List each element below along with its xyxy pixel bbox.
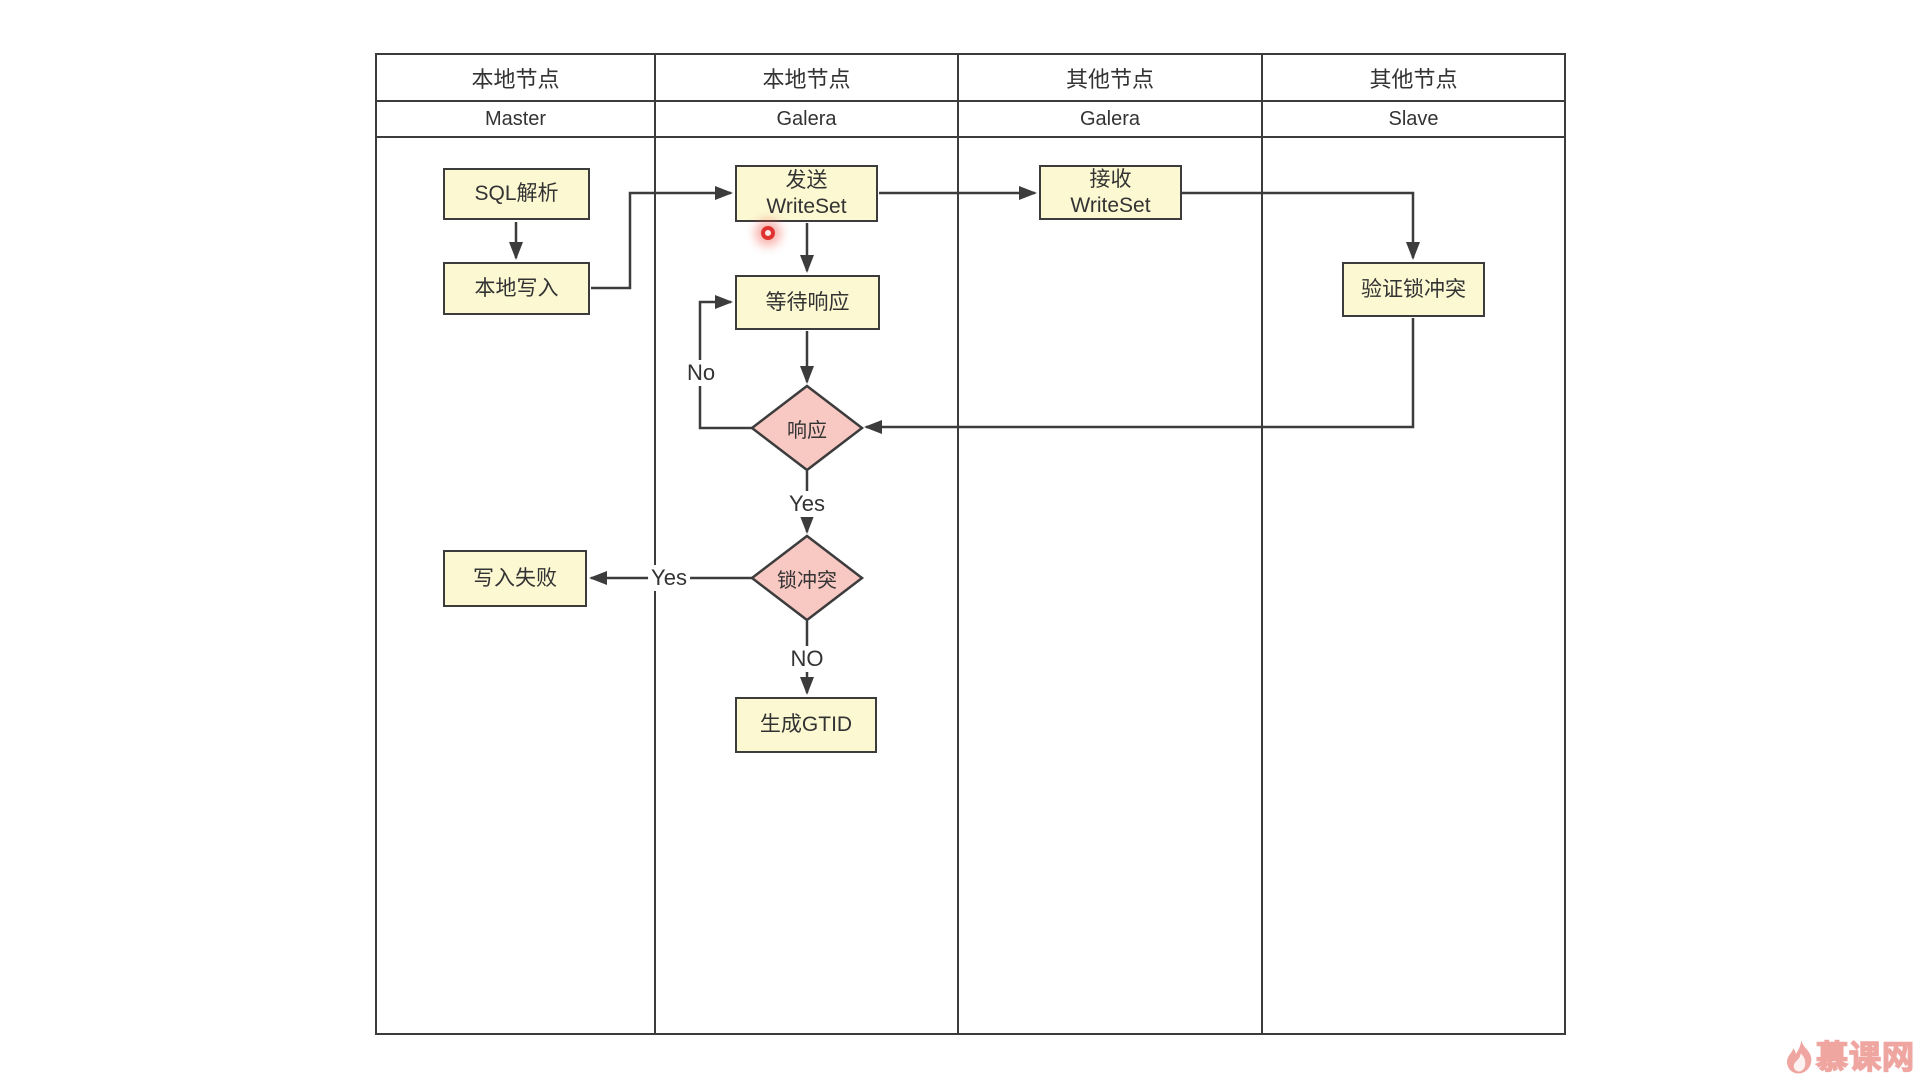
- node-generate-gtid: 生成GTID: [735, 697, 877, 753]
- node-verify-lock-conflict: 验证锁冲突: [1342, 262, 1485, 317]
- edge-label-response-yes: Yes: [786, 491, 828, 517]
- node-sql-parse: SQL解析: [443, 168, 590, 220]
- node-write-fail: 写入失败: [443, 550, 587, 607]
- lane2-role-header: Galera: [656, 102, 959, 138]
- pointer-highlight-dot: [761, 226, 775, 240]
- node-write-fail-label: 写入失败: [473, 566, 557, 590]
- lane1-group-header: 本地节点: [377, 55, 656, 102]
- lane4-role-header: Slave: [1263, 102, 1564, 138]
- node-send-writeset-line2: WriteSet: [766, 194, 847, 218]
- lane3-role-header: Galera: [959, 102, 1263, 138]
- lane2-body: [656, 138, 959, 1033]
- node-send-writeset-line1: 发送: [785, 168, 828, 192]
- node-local-write-label: 本地写入: [474, 276, 559, 300]
- lane4-group-label: 其他节点: [1369, 66, 1458, 92]
- lane3-group-header: 其他节点: [959, 55, 1263, 102]
- lane3-body: [959, 138, 1263, 1033]
- lane1-role-header: Master: [377, 102, 656, 138]
- brand-name: 慕课网: [1815, 1039, 1915, 1075]
- node-receive-writeset-line2: WriteSet: [1070, 193, 1151, 217]
- lane4-group-header: 其他节点: [1263, 55, 1564, 102]
- node-wait-response: 等待响应: [735, 275, 880, 330]
- node-verify-lock-conflict-label: 验证锁冲突: [1361, 277, 1466, 301]
- node-wait-response-label: 等待响应: [765, 290, 850, 314]
- node-receive-writeset: 接收 WriteSet: [1039, 165, 1182, 220]
- node-local-write: 本地写入: [443, 262, 590, 315]
- lane3-group-label: 其他节点: [1065, 66, 1154, 92]
- edge-label-conflict-no: NO: [787, 646, 827, 672]
- lane2-group-label: 本地节点: [762, 66, 851, 92]
- edge-label-no-loop: No: [683, 360, 719, 386]
- node-generate-gtid-label: 生成GTID: [759, 713, 853, 737]
- lane2-role-label: Galera: [776, 107, 837, 130]
- lane2-group-header: 本地节点: [656, 55, 959, 102]
- node-sql-parse-label: SQL解析: [474, 182, 559, 206]
- node-receive-writeset-line1: 接收: [1089, 167, 1132, 191]
- lane1-role-label: Master: [484, 107, 547, 130]
- node-send-writeset: 发送 WriteSet: [735, 165, 878, 222]
- lane3-role-label: Galera: [1079, 107, 1141, 130]
- flame-icon: [1787, 1040, 1812, 1074]
- brand-watermark: 慕课网: [1787, 1040, 1915, 1074]
- edge-label-conflict-yes: Yes: [648, 565, 690, 591]
- lane1-group-label: 本地节点: [471, 66, 560, 92]
- lane4-role-label: Slave: [1388, 107, 1439, 130]
